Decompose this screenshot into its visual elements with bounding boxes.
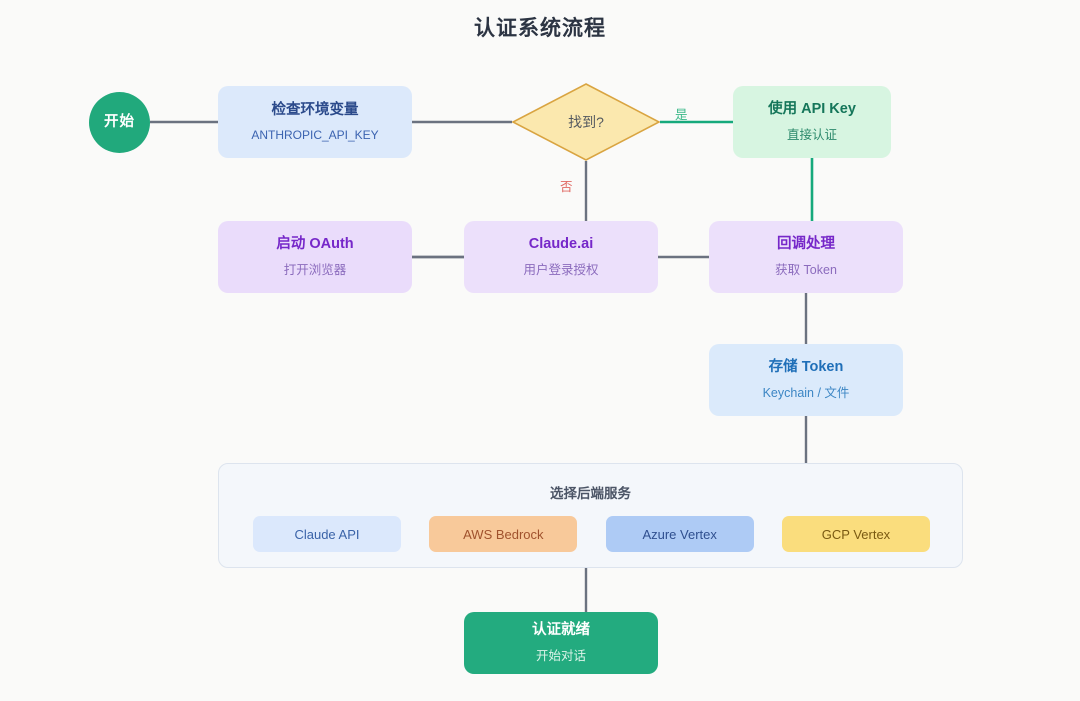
node-claude-ai[interactable]: Claude.ai 用户登录授权 — [464, 221, 658, 293]
node-auth-ready-subtitle: 开始对话 — [535, 648, 586, 663]
node-store-token-subtitle: Keychain / 文件 — [762, 385, 850, 400]
node-claude-ai-title: Claude.ai — [528, 236, 594, 253]
node-start[interactable]: 开始 — [89, 92, 150, 153]
edge-label-yes: 是 — [675, 108, 688, 122]
node-env-check[interactable]: 检查环境变量 ANTHROPIC_API_KEY — [218, 86, 412, 158]
diamond-shape-icon — [512, 83, 660, 161]
backend-item-azure-vertex[interactable]: Azure Vertex — [605, 516, 754, 552]
node-start-oauth-subtitle: 打开浏览器 — [283, 262, 347, 277]
node-callback-handler-title: 回调处理 — [777, 236, 835, 253]
node-start-title: 开始 — [104, 113, 135, 130]
node-callback-handler-subtitle: 获取 Token — [775, 262, 837, 277]
backend-service-list: Claude API AWS Bedrock Azure Vertex GCP … — [253, 516, 930, 552]
node-env-check-title: 检查环境变量 — [271, 101, 359, 118]
group-backend-services-title: 选择后端服务 — [550, 486, 631, 501]
node-decision-found[interactable]: 找到? — [512, 83, 660, 161]
node-store-token[interactable]: 存储 Token Keychain / 文件 — [709, 344, 903, 416]
node-use-api-key-title: 使用 API Key — [768, 101, 856, 118]
page-title: 认证系统流程 — [474, 17, 606, 40]
node-start-oauth[interactable]: 启动 OAuth 打开浏览器 — [218, 221, 412, 293]
node-callback-handler[interactable]: 回调处理 获取 Token — [709, 221, 903, 293]
node-decision-label: 找到? — [568, 114, 604, 130]
node-auth-ready-title: 认证就绪 — [532, 622, 590, 639]
node-use-api-key-subtitle: 直接认证 — [786, 127, 837, 142]
node-env-check-subtitle: ANTHROPIC_API_KEY — [251, 128, 379, 142]
node-auth-ready[interactable]: 认证就绪 开始对话 — [464, 612, 658, 674]
group-backend-services: 选择后端服务 Claude API AWS Bedrock Azure Vert… — [218, 463, 963, 568]
node-claude-ai-subtitle: 用户登录授权 — [523, 262, 599, 277]
backend-item-gcp-vertex[interactable]: GCP Vertex — [781, 516, 930, 552]
backend-item-claude-api[interactable]: Claude API — [253, 516, 401, 552]
backend-item-aws-bedrock[interactable]: AWS Bedrock — [429, 516, 578, 552]
edge-label-no: 否 — [560, 180, 573, 194]
node-use-api-key[interactable]: 使用 API Key 直接认证 — [733, 86, 891, 158]
node-start-oauth-title: 启动 OAuth — [276, 236, 354, 253]
node-store-token-title: 存储 Token — [768, 359, 844, 376]
